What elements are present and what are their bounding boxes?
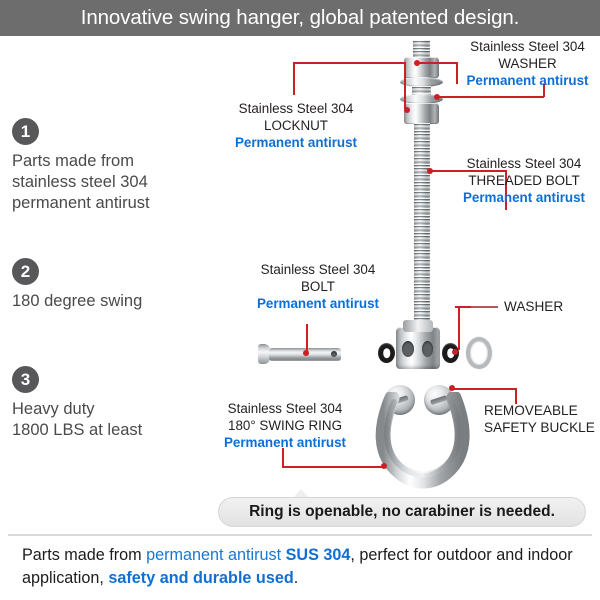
callout-swing-ring-line1: Stainless Steel 304 [227,401,343,416]
leader-v-swing-ring [282,448,284,467]
callout-threaded-bolt-line1: Stainless Steel 304 [466,156,582,171]
steel-washer-ring [466,337,492,369]
footer-paragraph: Parts made from permanent antirust SUS 3… [22,544,588,590]
leader-dot-locknut [404,107,410,113]
leader-dot-swing-ring [381,463,387,469]
callout-washer-top: Stainless Steel 304 WASHER Permanent ant… [455,38,600,90]
leader-dot-bolt [303,350,309,356]
pill-text: Ring is openable, no carabiner is needed… [249,503,555,520]
leader-h-swing-ring [282,466,384,468]
leader-v-washer-right [458,308,460,350]
bolt-pin-head [258,344,270,364]
footer-part-5: safety and durable used [108,569,294,587]
leader-h-washer-right [470,306,498,308]
threaded-rod-top-stud [413,40,430,58]
hex-nut-upper [404,57,439,78]
feature-badge-3: 3 [12,366,39,393]
bolt-pin-hole [331,351,337,357]
footer-part-1: Parts made from [22,546,147,564]
header-banner: Innovative swing hanger, global patented… [0,0,600,36]
footer-divider [8,534,592,536]
washer-lower [400,94,443,104]
feature-badge-2: 2 [12,258,39,285]
leader-h-washer-right-join [455,306,471,308]
callout-bolt-line1: Stainless Steel 304 [260,262,376,277]
leader-h-safety-buckle [452,388,516,390]
callout-washer-top-line2: WASHER [498,56,557,72]
callout-safety-buckle-line1: REMOVEABLE [484,403,578,418]
page-title: Innovative swing hanger, global patented… [80,6,520,29]
feature-badge-1: 1 [12,118,39,145]
threaded-rod-segment-upper [412,86,431,95]
bracket-hole-right [422,341,433,357]
footer-part-3: SUS 304 [285,546,351,564]
pill-tail [292,489,310,499]
threaded-bolt-shaft [414,123,430,328]
callout-locknut: Stainless Steel 304 LOCKNUT Permanent an… [212,100,380,152]
callout-safety-buckle: REMOVEABLE SAFETY BUCKLE [484,402,600,437]
callout-bolt-line3: Permanent antirust [256,296,380,312]
rubber-washer-right [442,343,459,363]
callout-washer-top-line3: Permanent antirust [466,73,589,89]
footer-part-4: , perfect for outdoor and indoor applica… [22,546,573,587]
leader-v-washer-lower [543,84,545,97]
leader-dot-washer-right [452,349,458,355]
bracket-hole-left [402,341,414,357]
feature-item-3: 3 Heavy duty 1800 LBS at least [12,366,197,441]
leader-v-safety-buckle [515,388,517,404]
feature-text-3: Heavy duty 1800 LBS at least [12,400,143,439]
leader-h-washer-lower [438,96,544,98]
leader-v-threaded-bolt [505,170,507,210]
callout-locknut-line1: Stainless Steel 304 [238,101,354,116]
leader-h-threaded-bolt [430,170,506,172]
footer-part-6: . [293,569,299,587]
leader-v-locknut-drop [404,62,406,109]
feature-text-1: Parts made from stainless steel 304 perm… [12,152,150,212]
callout-pill: Ring is openable, no carabiner is needed… [218,497,586,527]
leader-h-washer-top [417,62,457,64]
bracket-collar [403,320,433,332]
rubber-washer-left [378,343,395,363]
leader-v-washer-top [456,62,458,84]
feature-text-2: 180 degree swing [12,292,143,310]
callout-threaded-bolt: Stainless Steel 304 THREADED BOLT Perman… [448,155,600,207]
callout-swing-ring-line2: 180° SWING RING [228,418,342,434]
callout-safety-buckle-line2: SAFETY BUCKLE [484,420,595,436]
callout-bolt: Stainless Steel 304 BOLT Permanent antir… [238,261,398,313]
callout-swing-ring-line3: Permanent antirust [223,435,347,451]
feature-item-2: 2 180 degree swing [12,258,197,312]
leader-v-bolt [306,324,308,352]
hex-nut-locknut [404,103,439,124]
callout-locknut-line2: LOCKNUT [264,118,328,134]
leader-h-locknut [293,62,405,64]
feature-item-1: 1 Parts made from stainless steel 304 pe… [12,118,197,214]
swing-bracket [396,327,440,369]
callout-threaded-bolt-line2: THREADED BOLT [468,173,580,189]
washer-upper [400,77,443,87]
callout-bolt-line2: BOLT [301,279,335,295]
swing-ring-body [375,392,470,489]
footer-part-2: permanent antirust [146,546,286,564]
callout-washer-right-line1: WASHER [504,299,564,314]
callout-swing-ring: Stainless Steel 304 180° SWING RING Perm… [205,400,365,452]
callout-washer-right: WASHER [504,298,600,315]
leader-v-locknut [293,62,295,95]
callout-washer-top-line1: Stainless Steel 304 [470,39,585,54]
callout-locknut-line3: Permanent antirust [234,135,358,151]
callout-threaded-bolt-line3: Permanent antirust [462,190,586,206]
leader-dot-washer-lower [434,94,440,100]
